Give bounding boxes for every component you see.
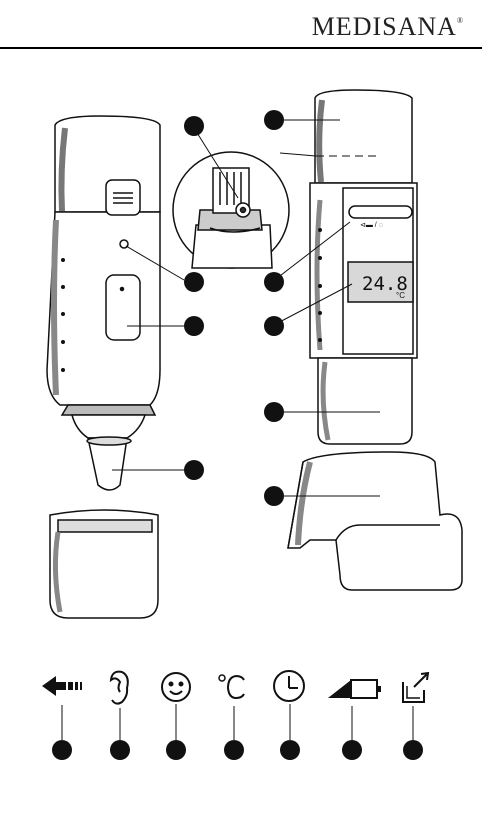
callout-marker [184, 116, 204, 136]
callout-marker [184, 316, 204, 336]
legend-markers [52, 740, 423, 760]
callout-marker [264, 402, 284, 422]
celsius-icon [219, 675, 244, 698]
legend-callout-lines [62, 704, 413, 740]
callout-marker [166, 740, 186, 760]
callout-marker [52, 740, 72, 760]
callout-marker [403, 740, 423, 760]
callout-marker [264, 316, 284, 336]
legend-icons [42, 671, 428, 704]
lcd-unit: °C [396, 291, 405, 300]
ear-icon [111, 672, 128, 704]
arrow-left-icon [42, 676, 82, 696]
probe-detail-circle [173, 152, 289, 268]
callout-marker [224, 740, 244, 760]
callout-marker [110, 740, 130, 760]
left-thermometer [47, 116, 160, 618]
stand [288, 452, 462, 590]
callout-marker [184, 272, 204, 292]
right-thermometer [310, 90, 417, 444]
battery-low-icon [328, 680, 381, 698]
callout-marker [264, 110, 284, 130]
callout-marker [342, 740, 362, 760]
cover-removal-icon [403, 673, 428, 702]
callout-marker [264, 272, 284, 292]
clock-icon [274, 671, 304, 701]
callout-marker [184, 460, 204, 480]
mode-indicator-label: ⊲▬ / ◌ [360, 222, 383, 229]
face-icon [162, 673, 190, 701]
callout-marker [280, 740, 300, 760]
callout-marker [264, 486, 284, 506]
